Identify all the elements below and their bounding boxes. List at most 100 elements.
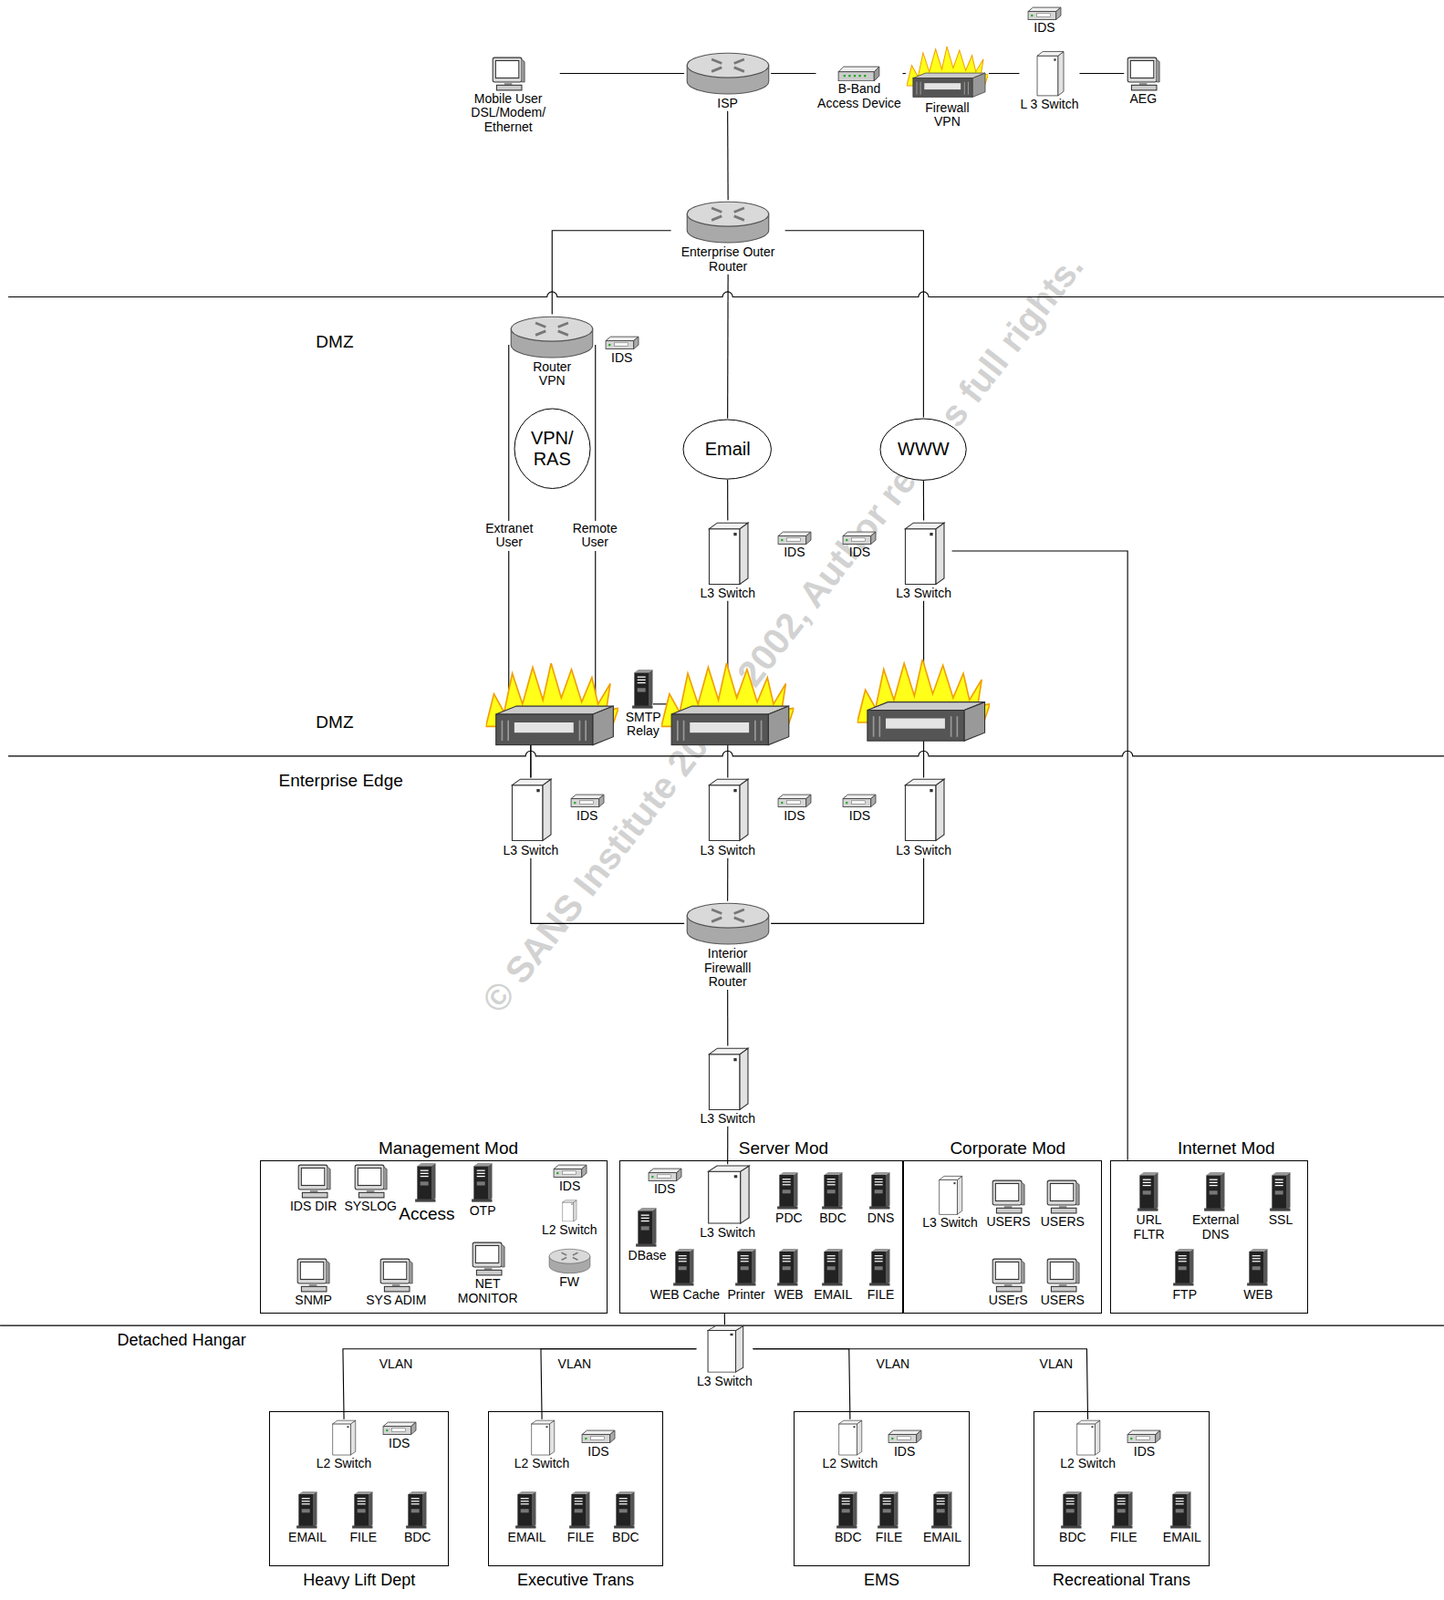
device-icon <box>836 1419 863 1456</box>
device-icon <box>685 51 771 96</box>
device-graphic <box>562 1200 577 1222</box>
device-icon <box>705 520 750 587</box>
device-label: OTP <box>468 1204 497 1219</box>
device-label: SSL <box>1267 1213 1294 1228</box>
connector <box>752 1349 1088 1420</box>
device-icon <box>704 1324 746 1374</box>
connector <box>1079 72 1124 74</box>
device-graphic <box>298 1258 331 1292</box>
device-icon <box>570 793 605 809</box>
device-node: L2 Switch <box>821 1419 879 1472</box>
device-node: L3 Switch <box>502 777 560 858</box>
device-label: NET MONITOR <box>457 1277 519 1306</box>
device-label: IDS <box>841 809 878 824</box>
device-label: BDC <box>403 1530 432 1546</box>
ellipse-shape <box>683 419 771 479</box>
device-label: FW <box>547 1275 592 1290</box>
device-node: EMAIL <box>1162 1490 1203 1545</box>
device-graphic <box>686 52 769 94</box>
device-node: IDS <box>776 530 813 561</box>
module-box: Heavy Lift DeptL2 SwitchIDSEMAILFILEBDC <box>269 1411 449 1567</box>
device-label: L3 Switch <box>699 586 757 602</box>
module-box: Server ModIDSL3 SwitchPDCBDCDNSDBaseWEB … <box>619 1160 904 1314</box>
device-node: L2 Switch <box>1059 1419 1117 1472</box>
device-label: L2 Switch <box>540 1223 598 1238</box>
device-node: PDC <box>774 1171 803 1226</box>
device-label: BDC <box>611 1530 640 1546</box>
device-graphic <box>383 1422 416 1434</box>
device-node: L2 Switch <box>540 1199 598 1237</box>
device-graphic <box>1061 1491 1082 1528</box>
device-icon <box>295 1490 321 1530</box>
device-icon <box>841 793 877 809</box>
device-node: FILE <box>566 1490 595 1545</box>
device-node: BDC <box>611 1490 640 1545</box>
ellipse-label: Email <box>705 438 751 460</box>
zone-separator <box>8 291 1444 298</box>
edge-label: VLAN <box>874 1356 913 1373</box>
device-graphic <box>1047 1258 1080 1292</box>
device-graphic <box>888 1430 922 1443</box>
device-icon <box>1027 6 1062 21</box>
device-graphic <box>1173 1248 1194 1286</box>
edge-label: VLAN <box>1038 1356 1076 1373</box>
device-label: FTP <box>1172 1288 1198 1303</box>
device-node: WEB <box>773 1247 804 1302</box>
device-icon <box>705 777 750 843</box>
device-node: L3 Switch <box>895 520 953 602</box>
device-icon <box>1136 1171 1162 1213</box>
device-label: AEG <box>1123 92 1163 107</box>
device-node: L3 Switch <box>696 1324 753 1389</box>
ellipse-node: Email <box>682 418 772 480</box>
device-label: USERS <box>1039 1215 1086 1230</box>
device-graphic <box>674 1248 695 1286</box>
device-icon <box>685 901 771 946</box>
device-node: IDS <box>841 530 878 561</box>
device-label: SNMP <box>294 1293 333 1309</box>
device-node: SMTP Relay <box>624 668 662 739</box>
module-box: EMSL2 SwitchIDSBDCFILEEMAIL <box>793 1411 969 1567</box>
device-icon <box>508 777 553 843</box>
device-icon <box>552 1163 588 1179</box>
device-node: NET MONITOR <box>457 1241 519 1306</box>
device-graphic <box>836 1491 857 1528</box>
connector <box>902 72 905 74</box>
device-label: L3 Switch <box>699 843 757 859</box>
device-icon <box>1059 1490 1085 1530</box>
device-node: OTP <box>468 1162 497 1218</box>
device-node: L3 Switch <box>699 777 757 858</box>
device-icon <box>382 1421 417 1436</box>
device-icon <box>568 1490 593 1530</box>
device-icon <box>837 65 881 83</box>
device-icon <box>631 668 656 710</box>
device-label: SYSLOG <box>343 1199 398 1215</box>
connector <box>560 72 685 74</box>
device-label: L 3 Switch <box>1019 97 1081 113</box>
device-graphic <box>571 794 604 807</box>
ellipse-shape <box>880 418 967 480</box>
device-node: Enterprise Outer Router <box>671 199 786 275</box>
device-label: IDS <box>569 809 606 824</box>
device-node: L2 Switch <box>513 1419 571 1472</box>
device-node: EMAIL <box>812 1247 853 1302</box>
device-icon <box>294 1257 332 1293</box>
device-icon <box>672 1247 697 1288</box>
device-graphic <box>352 1491 373 1528</box>
ellipse-label: WWW <box>897 438 950 460</box>
zone-label: DMZ <box>315 332 354 353</box>
device-node: FILE <box>349 1490 378 1545</box>
device-node: IDS <box>381 1421 418 1451</box>
device-node: URL FLTR <box>1132 1171 1165 1242</box>
device-graphic <box>777 1248 798 1286</box>
module-heading: Recreational Trans <box>1034 1570 1208 1590</box>
device-node: Interior Firewalll Router <box>684 901 771 990</box>
device-label: IDS <box>841 545 878 561</box>
device-icon <box>876 1490 902 1530</box>
device-label: USErS <box>987 1293 1029 1309</box>
device-node: L3 Switch <box>699 1163 757 1241</box>
device-icon <box>1044 1257 1081 1293</box>
device-node: L3 Switch <box>922 1174 979 1231</box>
device-node: IDS DIR <box>289 1163 338 1215</box>
device-icon <box>705 1046 750 1112</box>
device-icon <box>1126 1429 1162 1444</box>
